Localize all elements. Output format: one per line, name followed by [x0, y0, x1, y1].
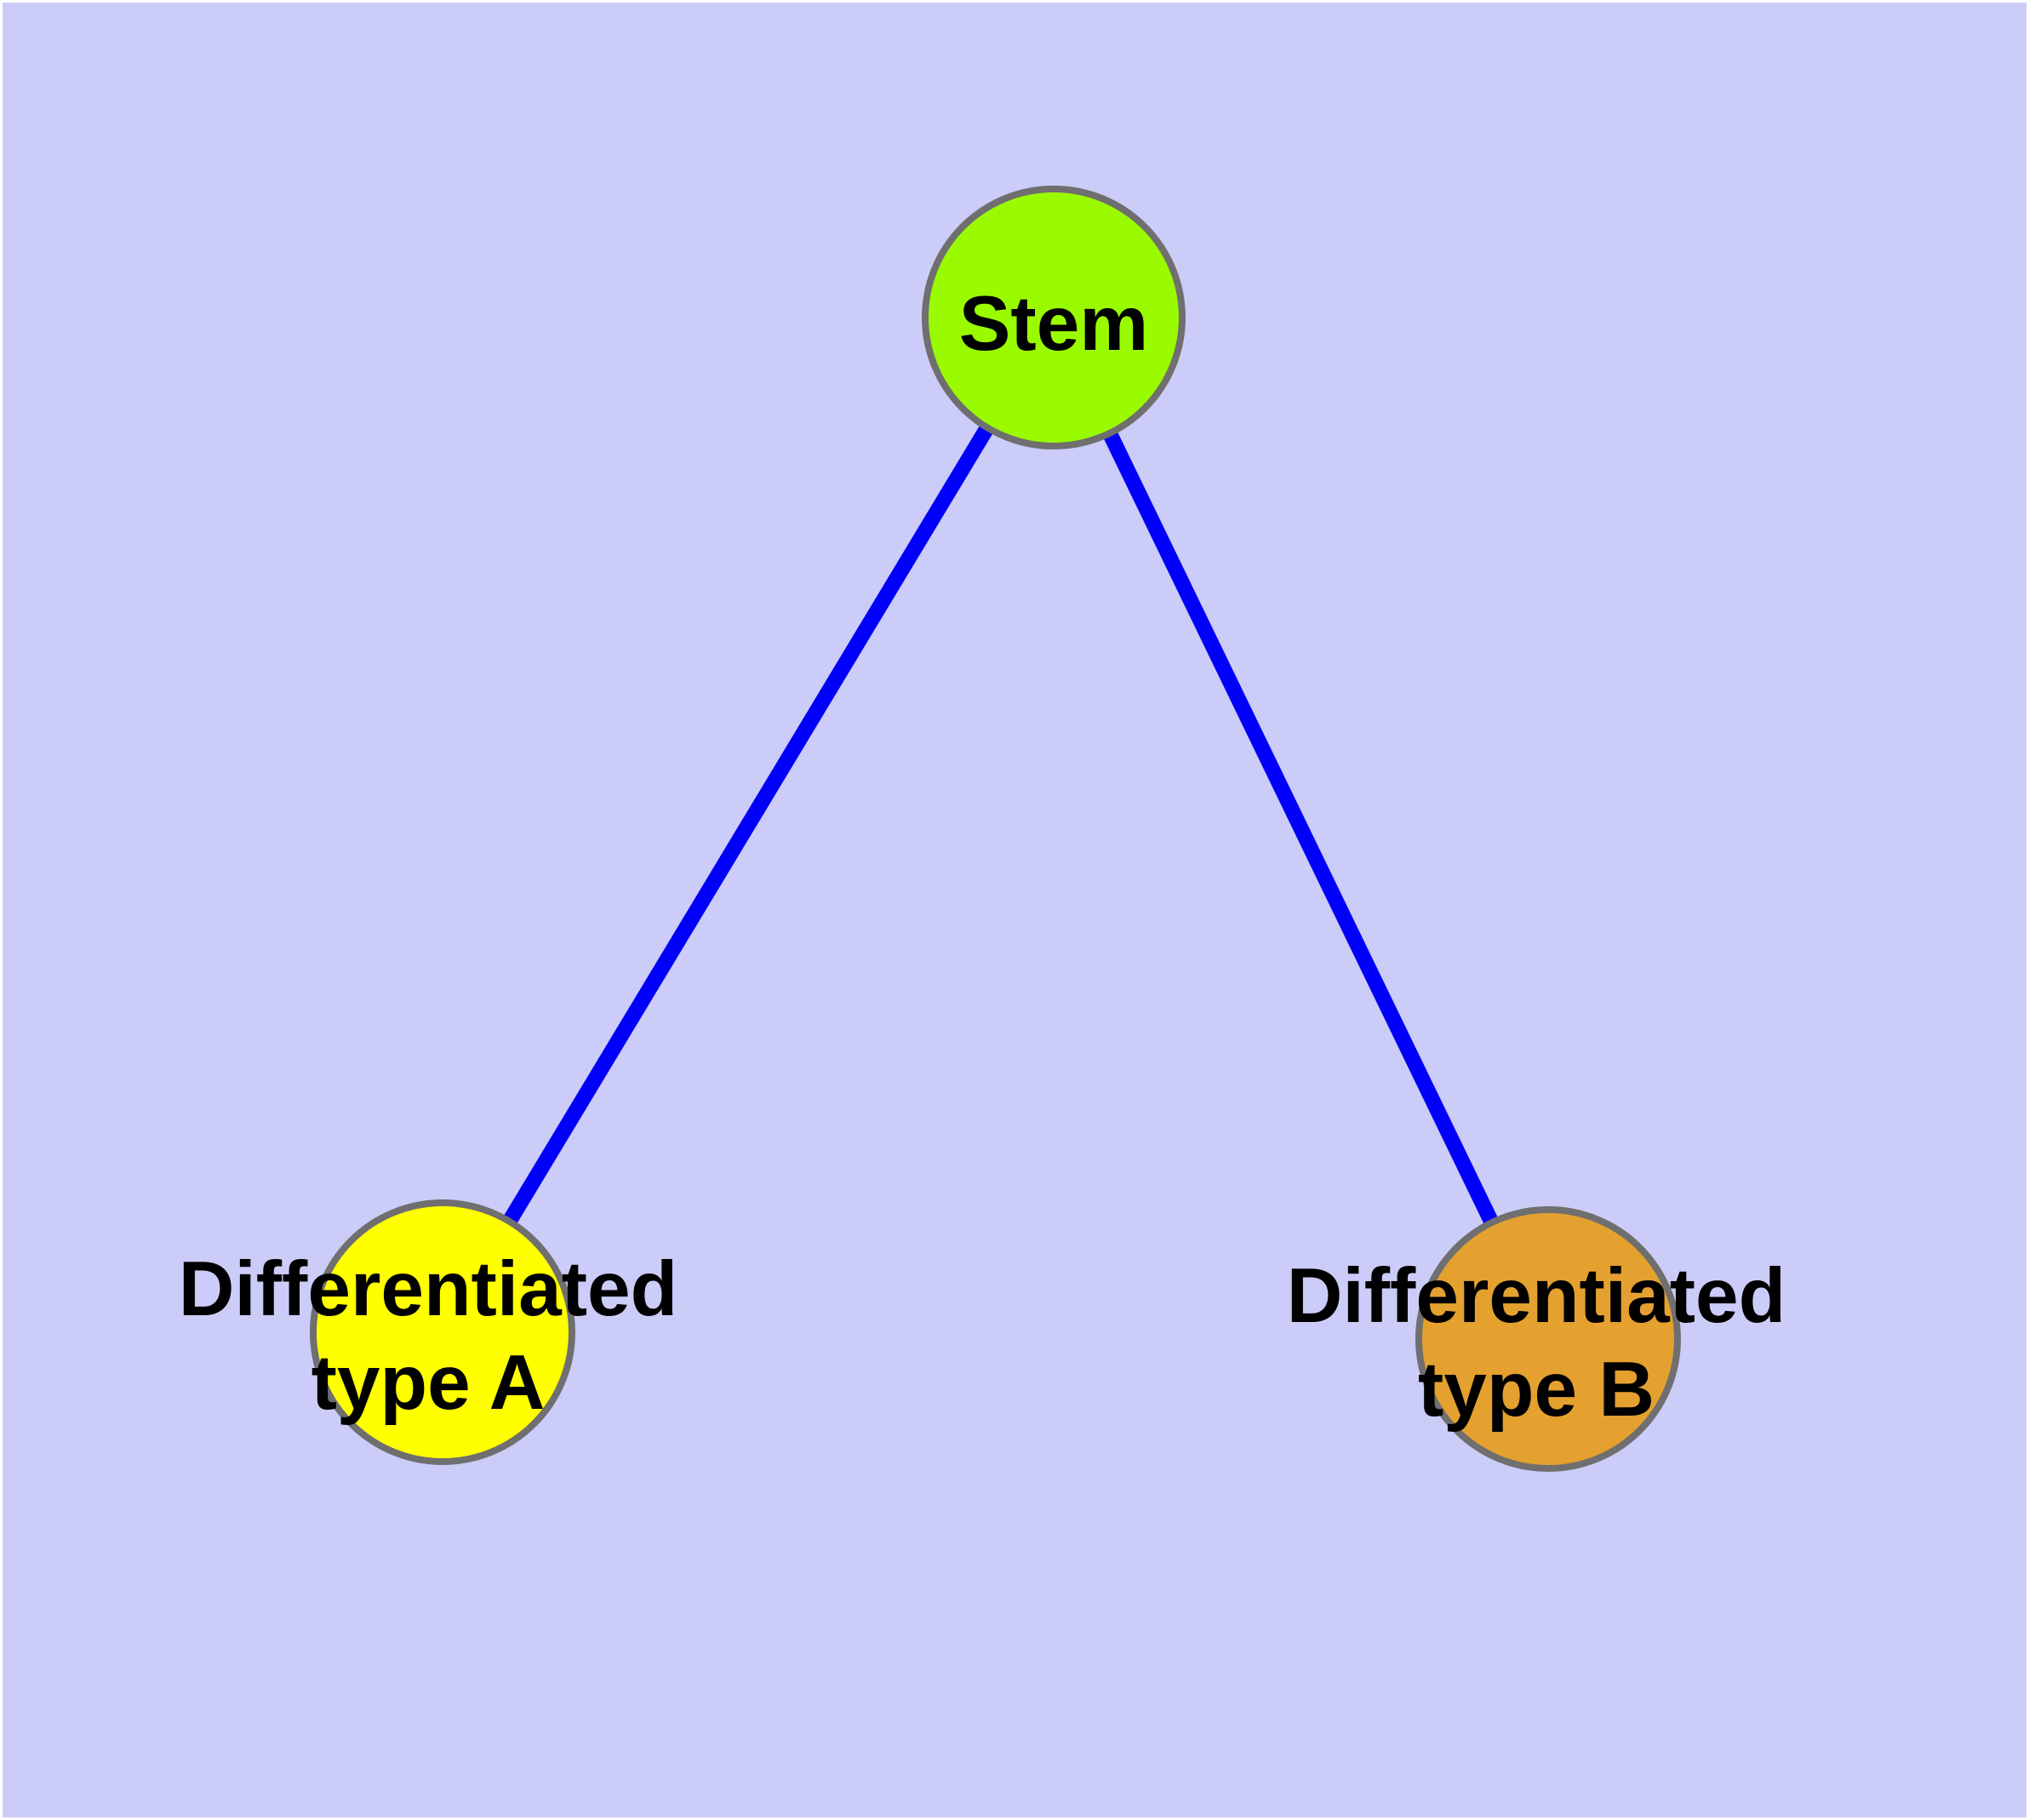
- node-differentiated-type-b: [1415, 1206, 1681, 1472]
- edge-stem-to-type-b: [1046, 314, 1556, 1342]
- node-stem-label: Stem: [958, 281, 1149, 367]
- node-differentiated-type-a: [310, 1199, 575, 1465]
- edge-stem-to-type-a: [436, 313, 1060, 1336]
- node-differentiated-type-a-label: Differentiated type A: [178, 1246, 678, 1426]
- node-stem: [922, 186, 1186, 449]
- graph-svg: [310, 186, 1681, 1472]
- node-differentiated-type-b-label: Differentiated type B: [1286, 1253, 1786, 1433]
